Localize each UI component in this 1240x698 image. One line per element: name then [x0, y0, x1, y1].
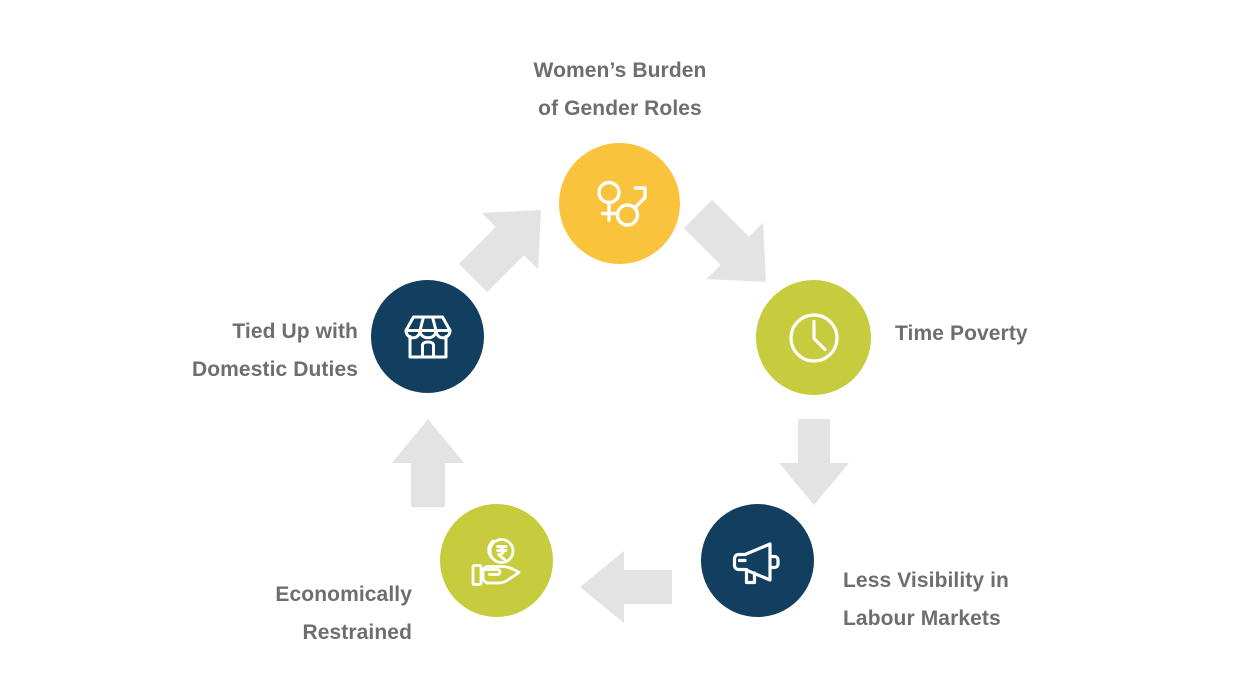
- node-gender-roles[interactable]: [559, 143, 680, 264]
- node-time-poverty[interactable]: [756, 280, 871, 395]
- label-line-2: of Gender Roles: [538, 97, 702, 121]
- arrow-labour-to-economic: [578, 549, 674, 625]
- label-line-2: Restrained: [302, 621, 412, 645]
- label-line-1: Less Visibility in: [843, 569, 1009, 592]
- label-time-poverty: Time Poverty: [895, 315, 1155, 353]
- arrow-gender-to-time: [672, 196, 792, 301]
- label-line-1: Time Poverty: [895, 322, 1028, 345]
- arrow-domestic-to-gender: [448, 192, 566, 297]
- hand-holding-rupee-coin-icon: [467, 531, 527, 591]
- node-domestic-duties[interactable]: [371, 280, 484, 393]
- node-economically-restrained[interactable]: [440, 504, 553, 617]
- arrow-time-to-labour: [777, 417, 851, 507]
- clock-icon: [784, 308, 844, 368]
- label-line-2: Domestic Duties: [191, 358, 358, 382]
- gender-symbols-icon: [588, 172, 652, 236]
- label-domestic-duties: Tied Up with Domestic Duties: [0, 313, 358, 389]
- arrow-economic-to-domestic: [390, 417, 466, 509]
- node-labour-visibility[interactable]: [701, 504, 814, 617]
- label-line-1: Women’s Burden: [533, 59, 707, 82]
- label-line-2: Labour Markets: [843, 607, 1001, 631]
- shop-storefront-icon: [398, 307, 458, 367]
- label-line-1: Economically: [275, 583, 412, 606]
- megaphone-icon: [729, 532, 787, 590]
- label-labour-visibility: Less Visibility in Labour Markets: [843, 562, 1163, 638]
- label-gender-roles: Women’s Burden of Gender Roles: [455, 52, 785, 128]
- label-line-1: Tied Up with: [232, 320, 358, 343]
- label-economically-restrained: Economically Restrained: [60, 576, 412, 652]
